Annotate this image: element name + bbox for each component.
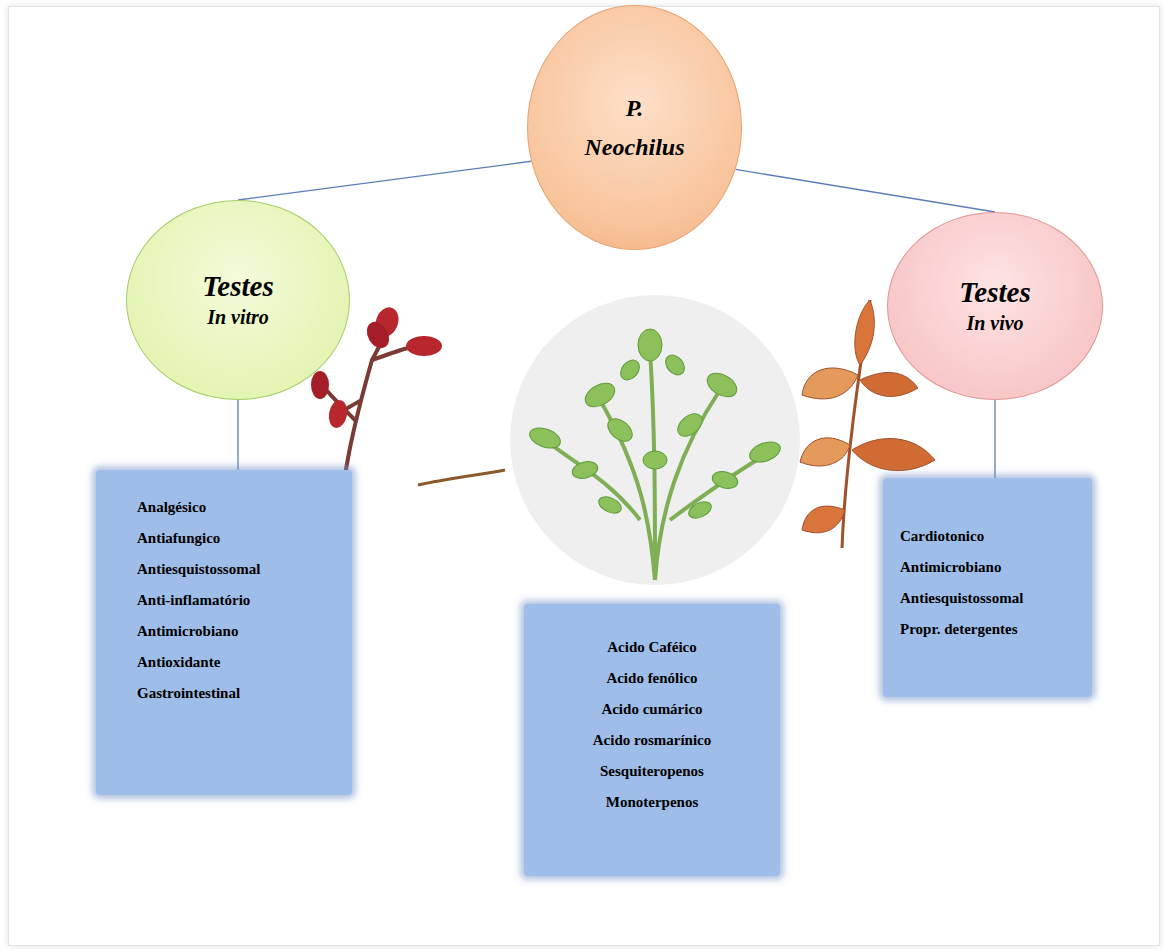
list-item: Acido cumárico xyxy=(601,694,702,725)
list-item: Gastrointestinal xyxy=(137,678,240,709)
list-item: Antiesquistossomal xyxy=(900,583,1023,614)
list-item: Monoterpenos xyxy=(606,787,699,818)
activity-list-box: CardiotonicoAntimicrobianoAntiesquistoss… xyxy=(883,478,1092,697)
list-item: Acido rosmarínico xyxy=(593,725,711,756)
list-item: Antimicrobiano xyxy=(137,616,238,647)
list-item: Antiafungico xyxy=(137,523,220,554)
circle-label: P. Neochilus xyxy=(585,89,685,166)
list-item: Propr. detergentes xyxy=(900,614,1017,645)
compound-list-box: Acido CaféicoAcido fenólicoAcido cumáric… xyxy=(524,604,780,876)
circle-label: Testes xyxy=(959,276,1030,309)
circle-label: In vitro xyxy=(207,304,269,330)
list-item: Acido Caféico xyxy=(607,632,697,663)
connector-line xyxy=(736,169,995,212)
root-circle: P. Neochilus xyxy=(527,5,742,250)
list-item: Anti-inflamatório xyxy=(137,585,250,616)
list-item: Antioxidante xyxy=(137,647,220,678)
connector-line xyxy=(994,400,995,478)
category-circle: TestesIn vitro xyxy=(126,200,350,400)
circle-label: Testes xyxy=(202,270,273,303)
list-item: Antimicrobiano xyxy=(900,552,1001,583)
list-item: Sesquiteropenos xyxy=(600,756,704,787)
connector-line xyxy=(237,400,238,470)
activity-list-box: AnalgésicoAntiafungicoAntiesquistossomal… xyxy=(96,470,352,795)
list-item: Cardiotonico xyxy=(900,521,984,552)
list-item: Antiesquistossomal xyxy=(137,554,260,585)
list-item: Analgésico xyxy=(137,492,206,523)
plant-photo xyxy=(527,329,783,580)
circle-label: In vivo xyxy=(966,310,1023,336)
photo-ground xyxy=(510,295,800,585)
list-item: Acido fenólico xyxy=(606,663,697,694)
connector-line xyxy=(238,161,531,200)
category-circle: TestesIn vivo xyxy=(887,212,1103,400)
